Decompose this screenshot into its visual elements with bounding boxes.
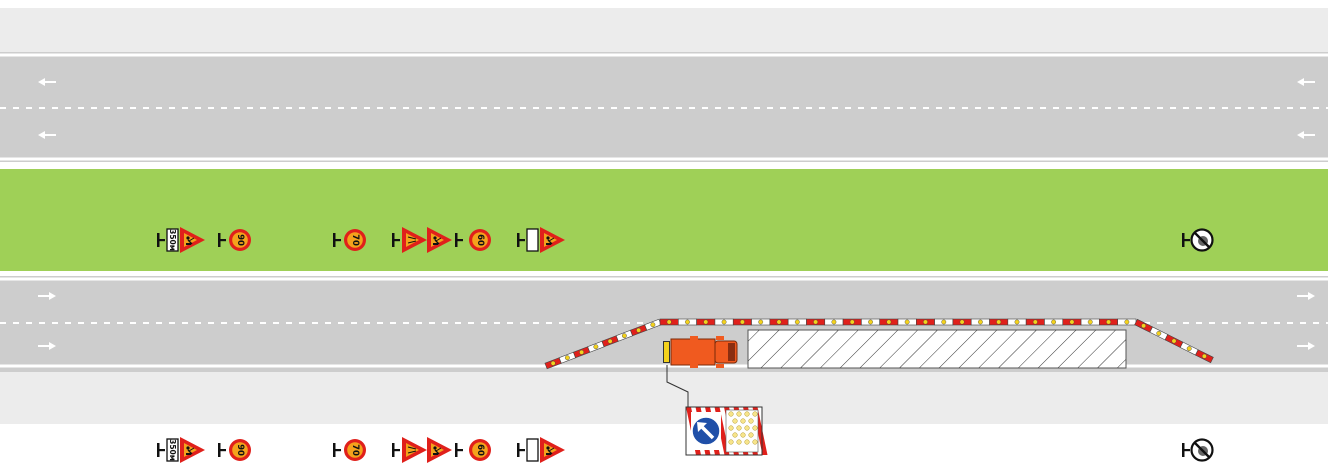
- barrier-segment: [630, 324, 648, 337]
- speed-limit-value: 70: [350, 444, 360, 456]
- sign-post: [392, 443, 400, 457]
- barrier-segment: [1062, 318, 1082, 326]
- speed-limit-icon: 70: [344, 439, 366, 461]
- sign-post: [333, 233, 341, 247]
- barrier-segment: [861, 318, 880, 326]
- work-truck-icon: [663, 336, 738, 368]
- speed-limit-icon: 70: [344, 229, 366, 251]
- speed-limit-icon: 60: [469, 229, 491, 251]
- blank-plate-icon: [526, 228, 539, 252]
- barrier-segment: [824, 318, 844, 326]
- callout-line: [666, 365, 689, 407]
- sign-post: [1182, 233, 1190, 247]
- barrier-segment: [1099, 318, 1118, 326]
- roadworks-warning-icon: [427, 437, 452, 463]
- barrier-segment: [1025, 318, 1045, 326]
- speed-limit-value: 60: [475, 234, 485, 246]
- barrier-segment: [916, 318, 935, 326]
- top-shoulder: [0, 8, 1328, 52]
- barrier-segment: [696, 318, 716, 326]
- barrier-segment: [601, 335, 619, 348]
- sign-post: [517, 233, 525, 247]
- speed-limit-value: 60: [475, 444, 485, 456]
- end-of-restrictions-icon: [1190, 228, 1214, 252]
- road-signs: 350м 90 70 60 350м 90 70 60: [157, 227, 1214, 463]
- barrier-segment: [751, 318, 771, 326]
- roadworks-warning-icon: [540, 437, 565, 463]
- lane-direction-arrow-icon: [38, 292, 56, 300]
- speed-limit-value: 90: [235, 234, 245, 246]
- barrier-segment: [1164, 334, 1184, 348]
- barrier-segment: [1195, 349, 1214, 364]
- arrow-board-icon: [685, 406, 768, 456]
- speed-limit-icon: 90: [229, 229, 251, 251]
- barrier-segment: [659, 318, 679, 326]
- lane-direction-arrow-icon: [1297, 292, 1315, 300]
- lane-direction-arrow-icon: [1297, 78, 1315, 86]
- lane-direction-arrow-icon: [38, 78, 56, 86]
- sign-post: [218, 443, 226, 457]
- barrier-segment: [970, 318, 990, 326]
- barrier-segment: [1007, 318, 1027, 326]
- distance-plate-icon: 350м: [166, 438, 179, 462]
- sign-post: [157, 233, 165, 247]
- lane-direction-arrow-icon: [38, 131, 56, 139]
- barrier-segment: [714, 318, 734, 326]
- distance-plate-text: 350м: [168, 229, 177, 251]
- barrier-segment: [787, 318, 807, 326]
- barrier-segment: [934, 318, 954, 326]
- roadworks-warning-icon: [180, 227, 205, 253]
- barrier-segment: [842, 318, 862, 326]
- sign-post: [1182, 443, 1190, 457]
- work-zone-hatched-area-fill: [748, 330, 1126, 368]
- end-of-restrictions-icon: [1190, 438, 1214, 462]
- barrier-segment: [732, 318, 752, 326]
- barrier-segment: [587, 340, 605, 353]
- barrier-segment: [806, 318, 826, 326]
- barrier-segment: [1044, 318, 1064, 326]
- speed-limit-icon: 90: [229, 439, 251, 461]
- barrier-line: [544, 318, 1214, 370]
- roadworks-warning-icon: [427, 227, 452, 253]
- roadworks-warning-icon: [180, 437, 205, 463]
- barrier-segment: [879, 318, 899, 326]
- sign-post: [455, 443, 463, 457]
- lane-direction-arrow-icon: [38, 342, 56, 350]
- speed-limit-value: 70: [350, 234, 360, 246]
- barrier-segment: [989, 318, 1009, 326]
- median-strip: [0, 169, 1328, 271]
- lane-direction-arrow-icon: [1297, 131, 1315, 139]
- speed-limit-value: 90: [235, 444, 245, 456]
- barrier-segment: [952, 318, 972, 326]
- sign-post: [455, 233, 463, 247]
- speed-limit-icon: 60: [469, 439, 491, 461]
- barrier-segment: [1080, 318, 1100, 326]
- blank-plate-icon: [526, 438, 539, 462]
- sign-post: [392, 233, 400, 247]
- sign-post: [517, 443, 525, 457]
- sign-post: [157, 443, 165, 457]
- lane-direction-arrow-icon: [1297, 342, 1315, 350]
- sign-post: [333, 443, 341, 457]
- sign-post: [218, 233, 226, 247]
- road-narrowing-icon: [402, 437, 427, 463]
- barrier-segment: [1117, 318, 1137, 326]
- bottom-shoulder: [0, 372, 1328, 424]
- barrier-segment: [615, 329, 633, 342]
- road-narrowing-icon: [402, 227, 427, 253]
- roadworks-warning-icon: [540, 227, 565, 253]
- barrier-segment: [897, 318, 917, 326]
- distance-plate-text: 350м: [168, 439, 177, 461]
- barrier-segment: [769, 318, 789, 326]
- barrier-segment: [678, 318, 697, 326]
- barrier-segment: [544, 357, 562, 370]
- distance-plate-icon: 350м: [166, 228, 179, 252]
